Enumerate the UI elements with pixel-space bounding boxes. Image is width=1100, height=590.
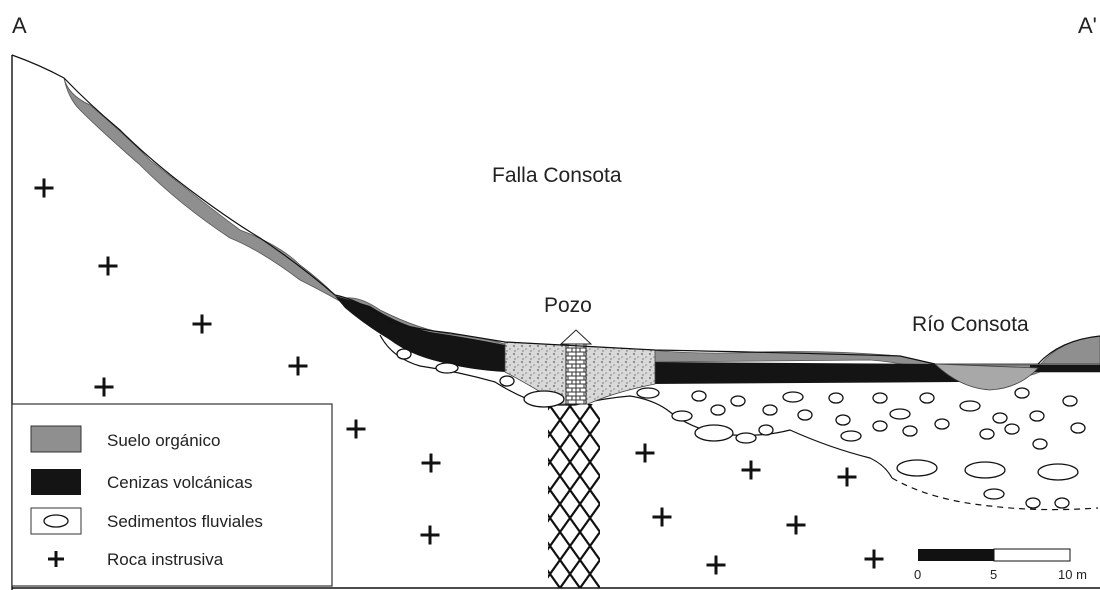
volcanic-ash-layer-far-east: [1030, 365, 1100, 372]
well-label: Pozo: [544, 294, 592, 317]
section-start-label: A: [12, 13, 27, 38]
legend-cross-symbol: [48, 551, 64, 567]
scale-bar-black-segment: [918, 549, 994, 561]
ground-surface: [11, 54, 1100, 365]
well-casing: [565, 343, 587, 405]
fluvial-pebbles: [396, 348, 1086, 509]
section-end-label: A': [1078, 13, 1097, 38]
legend-label-intrusive-rock: Roca instrusiva: [107, 550, 224, 569]
scale-bar: 0 5 10 m: [914, 548, 1087, 582]
scale-tick-5: 5: [990, 567, 997, 582]
legend-pebble-symbol: [43, 514, 69, 528]
fault-zone: [548, 404, 600, 588]
volcanic-ash-layer: [335, 296, 505, 372]
legend-swatch-volcanic-ash: [31, 469, 81, 495]
scale-tick-0: 0: [914, 567, 921, 582]
volcanic-ash-layer-east: [650, 362, 960, 384]
scale-tick-10: 10 m: [1058, 567, 1087, 582]
legend-label-organic-soil: Suelo orgánico: [107, 431, 220, 450]
legend-swatch-organic-soil: [30, 425, 82, 453]
river-label: Río Consota: [912, 313, 1029, 336]
well-arrow-head: [559, 329, 593, 345]
intrusive-rock-symbols: [34, 178, 884, 575]
fault-label: Falla Consota: [492, 164, 622, 187]
scale-bar-white-segment: [993, 548, 1071, 562]
legend-label-fluvial-sediments: Sedimentos fluviales: [107, 512, 263, 531]
fluvial-sediment-boundary: [379, 334, 893, 479]
river-channel: [933, 363, 1039, 391]
legend-label-volcanic-ash: Cenizas volcánicas: [107, 473, 253, 492]
fluvial-sediment-dashed-boundary: [891, 477, 1099, 511]
legend: Suelo orgánico Cenizas volcánicas Sedime…: [11, 403, 333, 587]
